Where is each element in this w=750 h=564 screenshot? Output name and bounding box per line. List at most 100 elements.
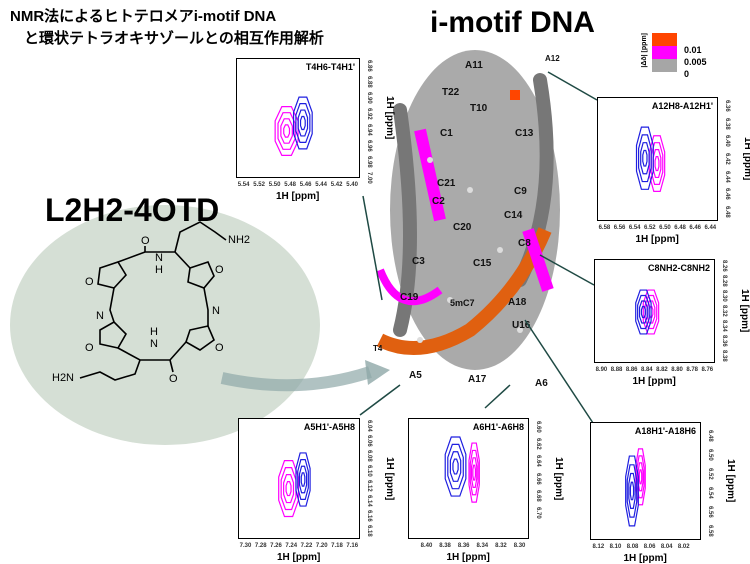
- y-tick-label: 6.48: [707, 430, 713, 442]
- y-tick-label: 6.12: [366, 480, 372, 492]
- x-tick-label: 7.26: [270, 543, 282, 549]
- legend-value: 0: [684, 69, 690, 79]
- x-tick-label: 5.46: [299, 182, 312, 188]
- free-contour: [628, 472, 636, 510]
- bound-contour: [638, 469, 643, 485]
- oxazole-nitrogen-label: N: [212, 305, 220, 317]
- y-tick-label: 6.14: [366, 495, 372, 507]
- free-contour: [626, 464, 638, 518]
- y-tick-label: 6.18: [366, 525, 372, 538]
- bound-contour: [469, 449, 479, 496]
- oxazole-oxygen-label: O: [85, 276, 94, 288]
- bound-contour: [644, 294, 658, 330]
- free-contour: [444, 436, 467, 497]
- carbonyl-oxygen-label: O: [141, 235, 150, 247]
- free-contour: [295, 102, 311, 144]
- y-tick-label: 6.68: [535, 489, 541, 502]
- spectrum-plot: C8NH2-C8NH2: [594, 259, 715, 363]
- x-tick-label: 5.52: [253, 182, 265, 188]
- x-tick-label: 5.40: [346, 182, 358, 188]
- residue-label: C20: [453, 222, 472, 233]
- bound-contour: [277, 112, 296, 150]
- x-tick-label: 8.90: [595, 367, 608, 373]
- legend-value: 0.005: [684, 57, 707, 67]
- y-tick-label: 6.06: [366, 434, 372, 447]
- x-tick-label: 8.36: [457, 543, 470, 549]
- panel-title: A6H1'-A6H8: [472, 422, 524, 432]
- oxazole-oxygen-label: O: [85, 342, 94, 354]
- amide-hydrogen-label: H: [150, 326, 158, 338]
- nh2-top-label: NH2: [228, 234, 251, 246]
- x-tick-label: 7.20: [315, 543, 328, 549]
- x-tick-label: 8.80: [671, 367, 683, 373]
- contour-plot: [635, 289, 660, 335]
- oxazole-oxygen-label: O: [215, 342, 224, 354]
- y-tick-label: 6.62: [535, 437, 541, 450]
- bound-contour: [650, 142, 664, 186]
- x-tick-label: 8.06: [643, 544, 656, 550]
- residue-label: C21: [437, 178, 456, 189]
- x-tick-label: 7.16: [346, 543, 359, 549]
- bound-contour: [468, 442, 480, 503]
- spectrum-plot: A6H1'-A6H8: [408, 418, 529, 539]
- x-tick-label: 6.50: [659, 225, 671, 231]
- free-contour: [447, 443, 464, 490]
- free-contour: [295, 452, 311, 507]
- x-tick-label: 8.04: [660, 544, 673, 550]
- x-tick-label: 7.24: [285, 543, 298, 549]
- free-contour: [452, 458, 459, 475]
- spectrum-plot: A5H1'-A5H8: [238, 418, 360, 539]
- title-line2: と環状テトラオキサゾールとの相互作用解析: [24, 30, 324, 47]
- y-tick-label: 6.08: [366, 449, 372, 462]
- residue-label: C13: [515, 128, 534, 139]
- legend-value: 0.01: [684, 45, 702, 55]
- residue-label: A18: [508, 297, 527, 308]
- bound-contour: [652, 149, 662, 179]
- title-line1: NMR法によるヒトテロメアi-motif DNA: [10, 8, 277, 25]
- x-tick-label: 7.30: [239, 543, 252, 549]
- y-tick-label: 8.26: [721, 260, 727, 273]
- residue-label: T10: [470, 103, 488, 114]
- y-axis-label: 1H [ppm]: [553, 456, 564, 500]
- free-contour: [300, 472, 306, 487]
- residue-label: C14: [504, 210, 523, 221]
- free-contour: [292, 96, 313, 150]
- x-tick-label: 6.58: [598, 225, 611, 231]
- residue-label: C9: [514, 186, 527, 197]
- free-contour: [637, 294, 650, 330]
- bound-contour: [635, 448, 646, 506]
- free-contour: [298, 465, 308, 494]
- x-tick-label: 8.82: [656, 367, 668, 373]
- y-tick-label: 6.46: [724, 188, 730, 201]
- spectrum-plot: A12H8-A12H1': [597, 97, 718, 221]
- y-axis-label: 1H [ppm]: [384, 96, 395, 140]
- free-contour: [640, 142, 650, 175]
- contour-plot: [444, 436, 480, 503]
- y-tick-label: 6.16: [366, 510, 372, 522]
- free-contour: [625, 455, 639, 527]
- bound-contour: [283, 474, 295, 504]
- x-tick-label: 8.32: [495, 543, 507, 549]
- y-tick-label: 8.30: [721, 290, 727, 302]
- contour-plot: [274, 96, 313, 156]
- x-axis-label: 1H [ppm]: [277, 552, 321, 563]
- x-axis-label: 1H [ppm]: [276, 191, 320, 202]
- y-tick-label: 6.60: [535, 420, 541, 433]
- y-tick-label: 6.48: [724, 206, 730, 218]
- y-tick-label: 6.96: [366, 140, 372, 152]
- residue-label: C3: [412, 256, 425, 267]
- y-tick-label: 6.36: [724, 99, 730, 112]
- bound-contour: [642, 289, 660, 335]
- y-tick-label: 6.94: [366, 124, 372, 136]
- amide-nitrogen-label: N: [155, 252, 163, 264]
- y-axis-label: 1H [ppm]: [739, 289, 750, 333]
- y-tick-label: 6.38: [724, 117, 730, 130]
- x-tick-label: 8.02: [677, 544, 690, 550]
- y-tick-label: 6.56: [707, 505, 713, 518]
- x-tick-label: 6.44: [704, 225, 717, 231]
- panel-title: T4H6-T4H1': [305, 62, 355, 72]
- free-contour: [640, 305, 646, 319]
- x-tick-label: 7.18: [331, 543, 343, 549]
- bound-contour: [280, 118, 293, 144]
- free-contour: [635, 289, 652, 335]
